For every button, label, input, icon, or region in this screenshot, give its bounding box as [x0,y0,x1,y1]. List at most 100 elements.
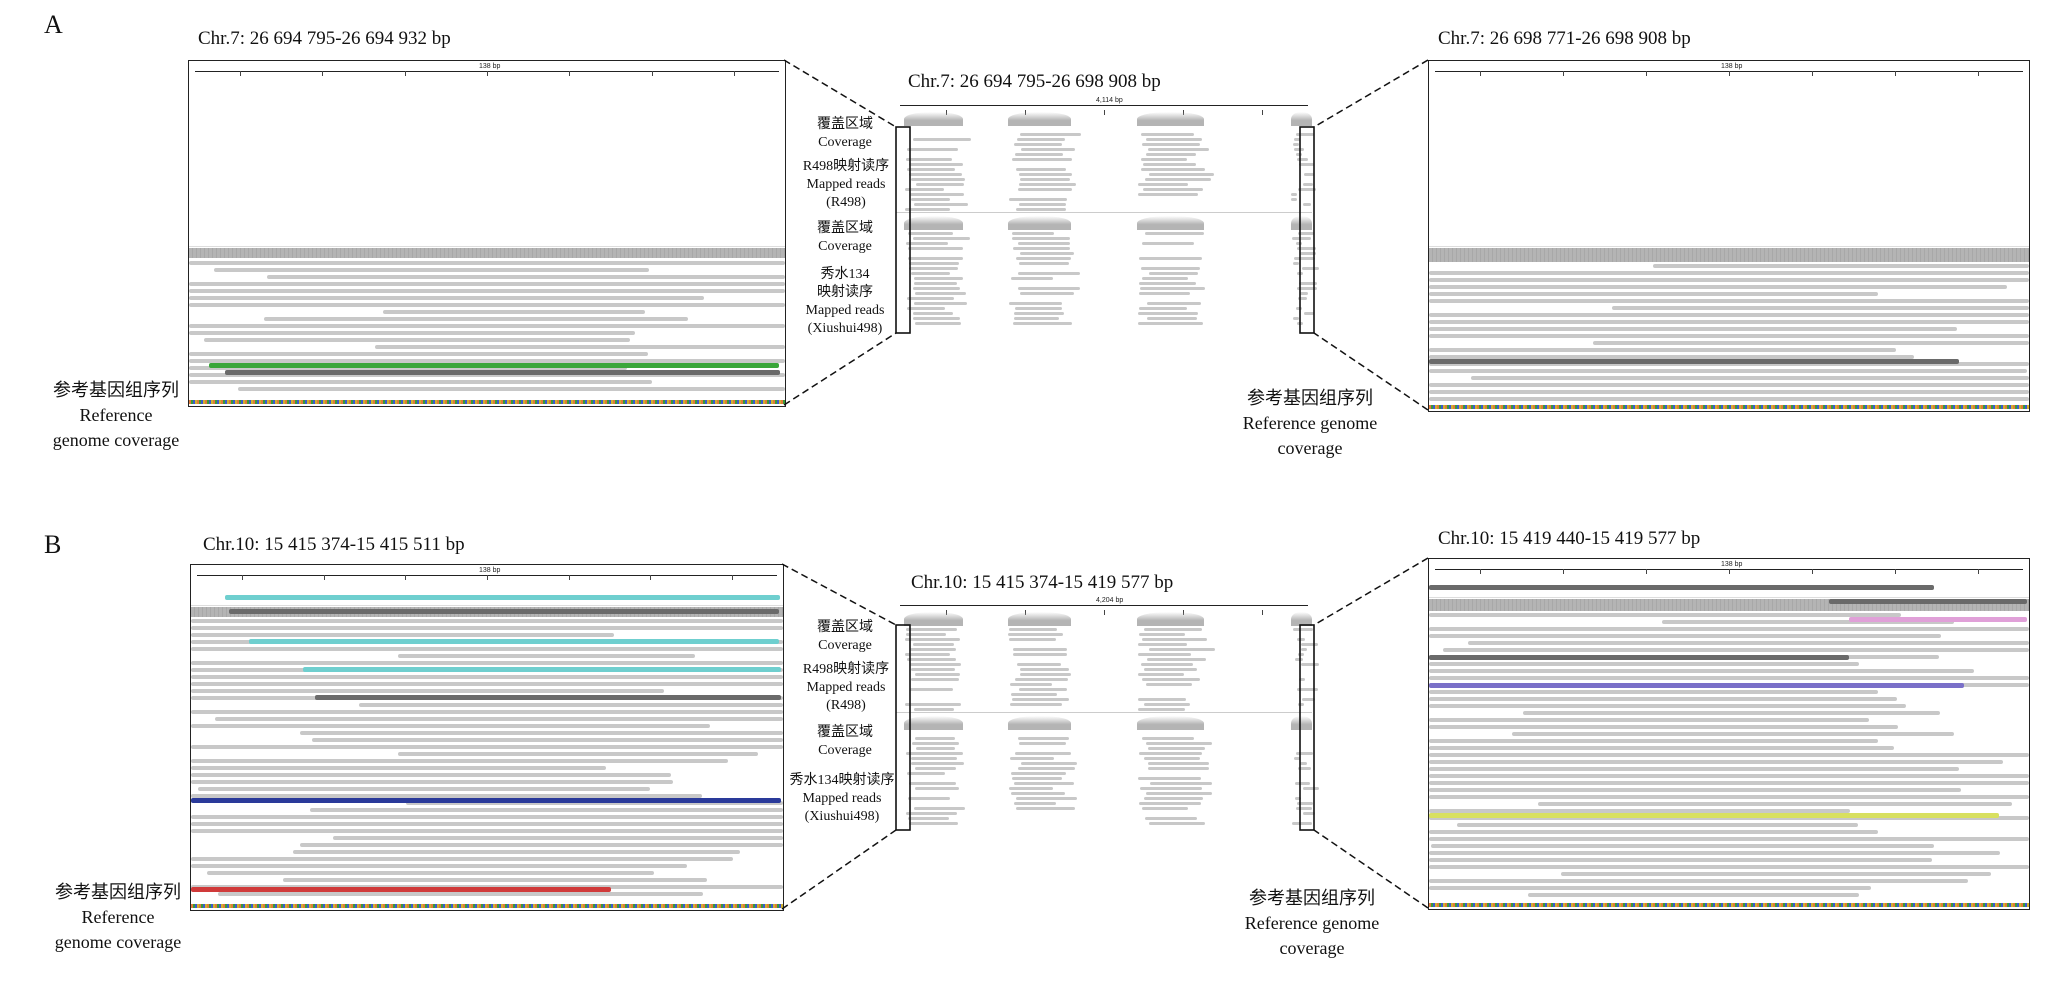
mapped-read [1294,148,1305,151]
mapped-read [910,668,956,671]
mapped-read [905,188,944,191]
mapped-read [1429,690,1879,694]
mapped-read [908,267,959,270]
mapped-read [382,310,646,314]
mapped-read [1017,287,1080,290]
mapped-read [913,708,955,711]
mapped-read [1429,320,2029,324]
mapped-read [189,380,653,384]
label-line: 参考基因组序列 [55,882,181,902]
mapped-read [189,303,785,307]
mapped-read [1292,317,1299,320]
label-line: R498映射读序 [802,662,890,677]
mapped-read [1010,703,1063,706]
mapped-read [1302,203,1311,206]
highlighted-read [1429,655,1849,660]
mapped-read [915,767,956,770]
mapped-read [907,168,956,171]
mapped-read [1149,272,1198,275]
mapped-read [907,257,963,260]
mapped-read [906,752,964,755]
mapped-read [1009,683,1052,686]
mapped-read [292,850,740,854]
left-region-title-a: Chr.7: 26 694 795-26 694 932 bp [198,28,451,49]
mapped-read [1138,322,1204,325]
mapped-read [1149,822,1206,825]
mapped-read [908,782,956,785]
mapped-read [1138,282,1197,285]
mapped-read [1008,638,1057,641]
ruler-tick [650,575,652,580]
mapped-read [1012,322,1073,325]
mapped-read [1144,178,1211,181]
label-line: 覆盖区域 [817,221,873,236]
label-line: Reference [79,405,153,425]
ruler-tick [733,71,735,76]
mapped-read [1295,752,1314,755]
label-line: Coverage [818,135,872,150]
mapped-read [1429,334,2029,338]
mapped-read [1013,312,1064,315]
mapped-read [1018,262,1070,265]
center-overview-a: 4,114 bp [896,97,1319,335]
mapped-read [1140,663,1194,666]
coverage-peak [904,112,963,126]
mapped-read [1297,188,1317,191]
mapped-read [191,773,672,777]
mapped-read [1016,797,1078,800]
mapped-read [191,675,783,679]
mapped-read [1016,168,1066,171]
mapped-read [1139,752,1202,755]
reference-label-right-b: 参考基因组序列 Reference genome coverage [1232,886,1392,961]
label-line: Reference [81,907,155,927]
mapped-read [1301,698,1315,701]
ruler-tick [487,575,488,580]
mapped-reads-label-xiushui-a: 秀水134 映射读序 Mapped reads (Xiushui498) [790,266,900,338]
label-line: 参考基因组序列 [1249,888,1375,908]
mapped-read [1142,678,1201,681]
coverage-track [1429,248,2029,262]
ruler-span-label: 138 bp [479,567,501,574]
mapped-read [1292,628,1313,631]
ruler-tick [1262,110,1264,115]
track-divider [191,605,783,606]
mapped-read [1148,767,1209,770]
coverage-peak [1137,112,1204,126]
mapped-read [1294,757,1301,760]
mapped-read [1429,879,1969,883]
highlighted-read [303,667,781,672]
mapped-read [909,193,964,196]
mapped-read [906,158,952,161]
left-zoom-view-a: 138 bp [188,60,786,407]
ruler-tick [1480,569,1482,574]
mapped-read [1141,242,1195,245]
mapped-read [1020,148,1076,151]
mapped-read [906,307,945,310]
mapped-read [1442,648,2029,652]
mapped-read [1017,188,1073,191]
ruler-tick [240,71,242,76]
mapped-read [1140,158,1188,161]
reference-label-right-a: 参考基因组序列 Reference genome coverage [1230,386,1390,461]
mapped-read [905,242,949,245]
mapped-read [1140,133,1194,136]
zoom-inset-marker [895,126,911,334]
label-line: Reference genome [1242,413,1378,433]
label-line: Coverage [818,743,872,758]
panel-label-a: A [44,10,63,39]
ruler-tick [323,575,325,580]
mapped-read [1429,725,1898,729]
mapped-read [1015,307,1063,310]
mapped-read [332,836,783,840]
mapped-read [1008,198,1067,201]
mapped-read [1140,168,1205,171]
label-line: Reference genome [1244,913,1380,933]
mapped-read [1147,302,1202,305]
ruler-tick [1894,569,1896,574]
mapped-read [907,297,954,300]
mapped-read [1145,153,1196,156]
mapped-read [1011,237,1071,240]
mapped-read [912,742,960,745]
mapped-read [189,289,785,293]
mapped-read [1147,658,1207,661]
